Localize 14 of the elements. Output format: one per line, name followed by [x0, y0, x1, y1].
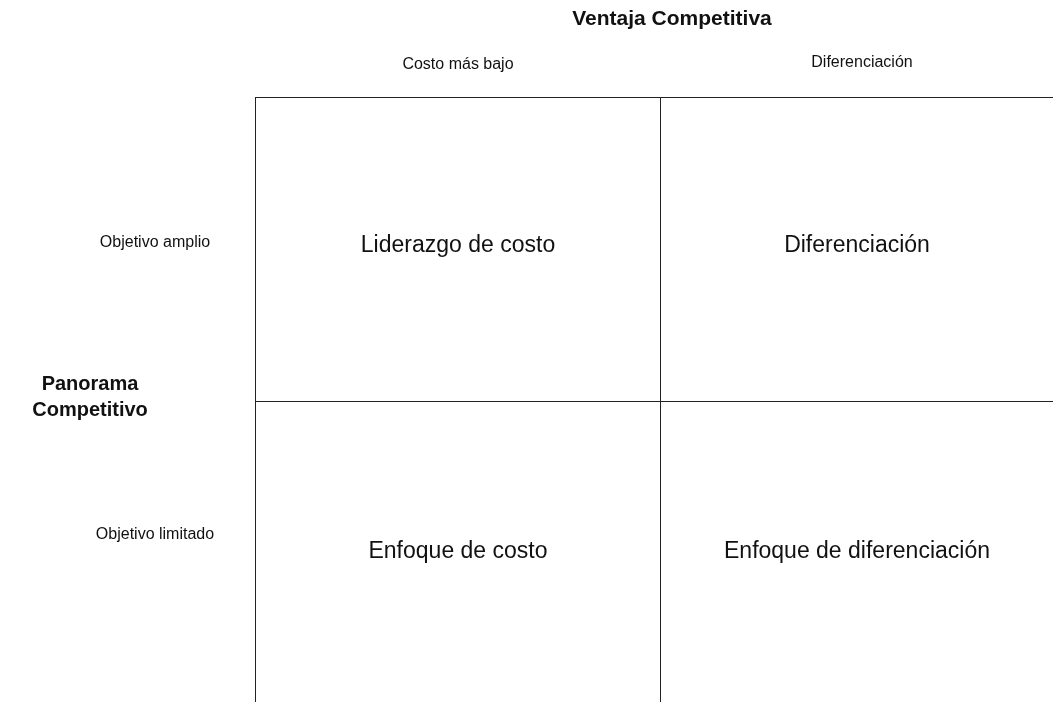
- axis-label: Panorama Competitivo: [31, 371, 149, 422]
- column-header: Diferenciación: [810, 52, 914, 72]
- quadrant-label: Liderazgo de costo: [360, 231, 556, 258]
- column-header: Costo más bajo: [401, 54, 515, 74]
- quadrant-label: Enfoque de costo: [368, 536, 548, 564]
- matrix-cell: [255, 97, 660, 401]
- matrix-cell: [660, 97, 1053, 401]
- matrix-cell: [660, 401, 1053, 702]
- title: Ventaja Competitiva: [571, 6, 773, 30]
- row-header: Objetivo limitado: [95, 524, 215, 544]
- quadrant-label: Enfoque de diferenciación: [724, 536, 990, 564]
- row-header: Objetivo amplio: [98, 232, 212, 252]
- quadrant-label: Diferenciación: [784, 231, 930, 258]
- matrix-cell: [255, 401, 660, 702]
